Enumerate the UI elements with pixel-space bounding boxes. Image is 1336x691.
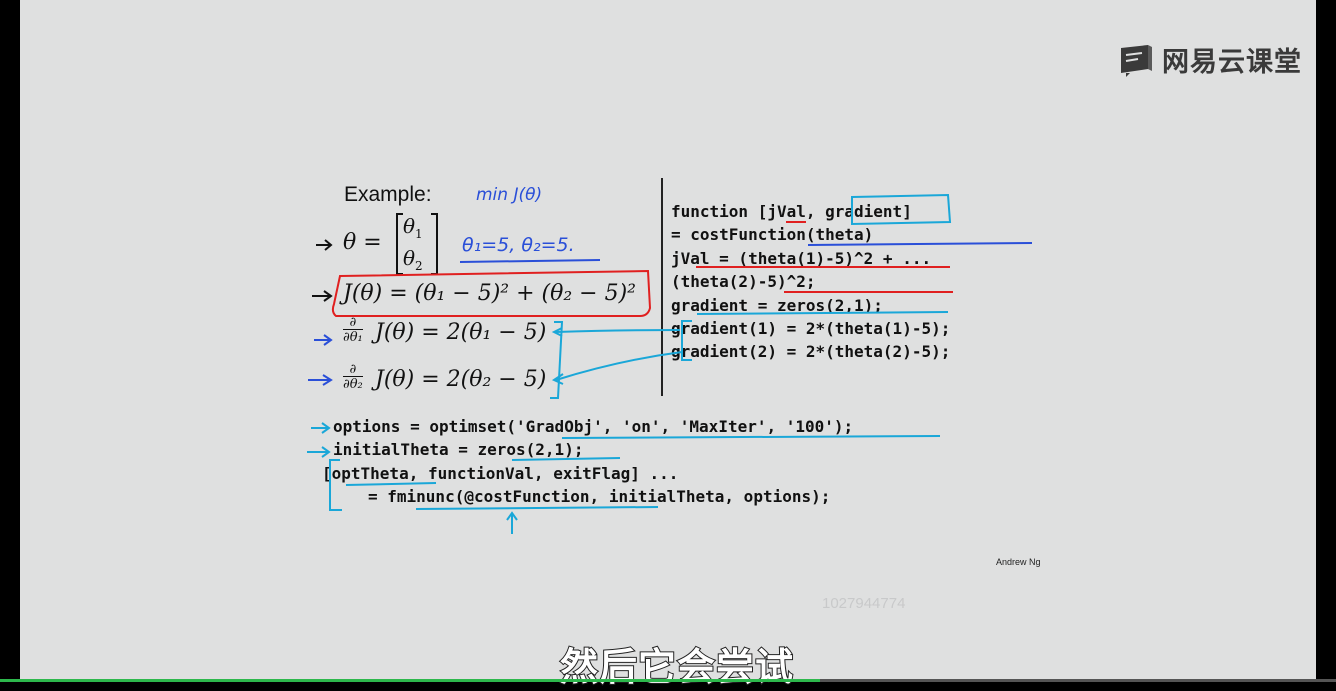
code-line-5: gradient = zeros(2,1); [671, 296, 883, 315]
theta1-entry: θ1 [403, 214, 423, 241]
notebook-icon [1118, 43, 1154, 77]
code-options-line: options = optimset('GradObj', 'on', 'Max… [333, 417, 854, 436]
code-line-4: (theta(2)-5)^2; [671, 272, 816, 291]
column-divider [661, 178, 663, 396]
code-fminunc-outputs-line: [optTheta, functionVal, exitFlag] ... [322, 464, 679, 483]
slide-credit: Andrew Ng [996, 557, 1041, 567]
handwritten-min-label: min J(θ) [476, 185, 543, 205]
partial-derivative-2: J(θ) = 2(θ₂ − 5) [375, 367, 547, 392]
code-line-2: = costFunction(theta) [671, 225, 874, 244]
logo-text: 网易云课堂 [1162, 47, 1302, 78]
watermark-id: 1027944774 [822, 595, 906, 612]
code-line-6: gradient(1) = 2*(theta(1)-5); [671, 319, 951, 338]
example-label: Example: [344, 183, 432, 206]
theta-definition: θ = [343, 230, 382, 255]
code-line-3: jVal = (theta(1)-5)^2 + ... [671, 249, 932, 268]
video-subtitle: 然后它会尝试 [559, 644, 795, 690]
lecture-slide [20, 0, 1316, 682]
playback-progress-remaining[interactable] [820, 679, 1336, 682]
partial-derivative-2-operator: ∂ ∂θ₂ [343, 362, 363, 392]
netease-cloud-classroom-logo: 网易云课堂 [1118, 40, 1302, 79]
code-line-7: gradient(2) = 2*(theta(2)-5); [671, 342, 951, 361]
code-initial-theta-line: initialTheta = zeros(2,1); [333, 440, 584, 459]
playback-progress-bar[interactable] [0, 679, 820, 682]
theta2-entry: θ2 [403, 246, 423, 273]
handwritten-theta-values: θ₁=5, θ₂=5. [462, 234, 575, 256]
cost-function-formula: J(θ) = (θ₁ − 5)² + (θ₂ − 5)² [343, 281, 637, 306]
partial-derivative-1: J(θ) = 2(θ₁ − 5) [375, 320, 547, 345]
partial-derivative-1-operator: ∂ ∂θ₁ [343, 315, 363, 345]
code-fminunc-call-line: = fminunc(@costFunction, initialTheta, o… [368, 487, 831, 506]
